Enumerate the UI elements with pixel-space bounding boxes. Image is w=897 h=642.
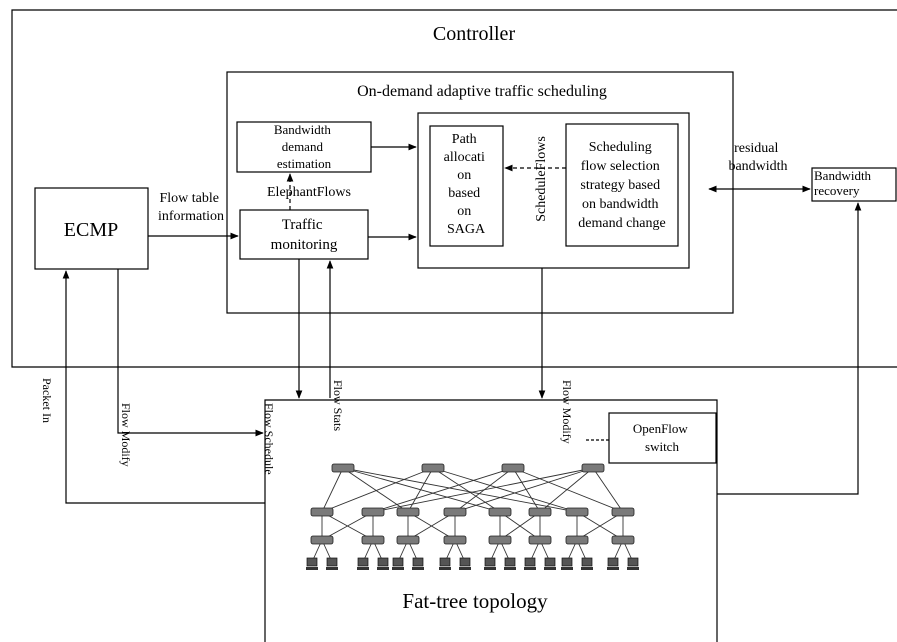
flow-modify-right-label: Flow Modify	[560, 380, 574, 444]
host-computer-icon	[561, 557, 573, 570]
flow-schedule-label: Flow Schedule	[262, 403, 276, 475]
host-computer-icon	[392, 557, 404, 570]
core-agg-link	[321, 467, 434, 513]
bandwidth-estimation-label: Bandwidth demand estimation	[274, 122, 334, 171]
core-agg-link	[342, 467, 578, 513]
host-computer-icon	[607, 557, 619, 570]
aggregation-switch-icon	[611, 507, 635, 517]
agg-edge-link	[576, 511, 624, 541]
core-switch-icon	[331, 463, 355, 473]
core-agg-link	[432, 467, 578, 513]
flow-modify-left-label: Flow Modify	[119, 403, 133, 467]
path-allocation-label: Path allocati on based on SAGA	[444, 132, 489, 237]
schedule-flows-label: ScheduleFlows	[534, 136, 549, 222]
core-switch-icon	[501, 463, 525, 473]
controller-boundary	[11, 9, 897, 368]
host-computer-icon	[504, 557, 516, 570]
bandwidth-recovery-box	[811, 167, 897, 202]
core-agg-link	[321, 467, 344, 513]
fat-tree-switches	[306, 463, 639, 570]
agg-edge-link	[321, 511, 374, 541]
controller-title: Controller	[433, 23, 516, 45]
packet-in-label: Packet In	[40, 378, 54, 423]
host-computer-icon	[524, 557, 536, 570]
aggregation-switch-icon	[361, 507, 385, 517]
aggregation-switch-icon	[443, 507, 467, 517]
aggregation-switch-icon	[528, 507, 552, 517]
host-computer-icon	[377, 557, 389, 570]
core-agg-link	[454, 467, 594, 513]
host-computer-icon	[306, 557, 318, 570]
host-computer-icon	[439, 557, 451, 570]
bandwidth-recovery-label: Bandwidth recovery	[814, 168, 874, 198]
core-agg-link	[342, 467, 501, 513]
aggregation-switch-icon	[396, 507, 420, 517]
edge-switch-icon	[528, 535, 552, 545]
host-computer-icon	[459, 557, 471, 570]
edge-switch-icon	[443, 535, 467, 545]
agg-edge-link	[407, 511, 456, 541]
host-computer-icon	[326, 557, 338, 570]
scheduling-strategy-box	[565, 123, 679, 247]
openflow-switch-label: OpenFlow switch	[633, 421, 691, 454]
aggregation-switch-icon	[565, 507, 589, 517]
topology-to-recovery-arrow	[717, 202, 862, 495]
core-agg-link	[592, 467, 624, 513]
core-switch-icon	[581, 463, 605, 473]
ecmp-box	[34, 187, 149, 270]
edge-switch-icon	[565, 535, 589, 545]
core-agg-link	[407, 467, 434, 513]
path-allocation-box	[429, 125, 504, 247]
edge-switch-icon	[488, 535, 512, 545]
core-agg-link	[432, 467, 501, 513]
edge-switch-icon	[361, 535, 385, 545]
elephant-flows-label: ElephantFlows	[267, 185, 351, 200]
edge-switch-icon	[611, 535, 635, 545]
core-agg-link	[512, 467, 541, 513]
packet-in-arrow	[62, 270, 265, 504]
fat-tree-box	[264, 399, 718, 642]
aggregation-switch-icon	[488, 507, 512, 517]
host-computer-icon	[357, 557, 369, 570]
host-computer-icon	[484, 557, 496, 570]
core-agg-link	[342, 467, 409, 513]
residual-bandwidth-label: residual bandwidth	[728, 141, 787, 174]
traffic-monitoring-box	[239, 209, 369, 260]
core-agg-link	[512, 467, 624, 513]
aggregation-switch-icon	[310, 507, 334, 517]
host-computer-icon	[544, 557, 556, 570]
flow-modify-left-arrow	[117, 269, 264, 437]
host-computer-icon	[627, 557, 639, 570]
openflow-switch-box	[608, 412, 717, 464]
edge-switch-icon	[310, 535, 334, 545]
scheduling-strategy-label: Scheduling flow selection strategy based…	[578, 140, 665, 231]
flow-table-label: Flow table information	[158, 191, 224, 224]
core-switch-icon	[421, 463, 445, 473]
core-agg-link	[539, 467, 594, 513]
scheduler-title: On-demand adaptive traffic scheduling	[357, 83, 607, 100]
ecmp-label: ECMP	[64, 219, 118, 241]
edge-switch-icon	[396, 535, 420, 545]
core-agg-link	[372, 467, 514, 513]
core-agg-link	[372, 467, 594, 513]
bandwidth-estimation-box	[236, 121, 372, 173]
traffic-monitoring-label: Traffic monitoring	[271, 217, 338, 253]
fat-tree-label: Fat-tree topology	[402, 589, 548, 613]
host-computer-icon	[412, 557, 424, 570]
host-computer-icon	[581, 557, 593, 570]
flow-stats-label: Flow Stats	[331, 380, 345, 431]
agg-edge-link	[499, 511, 541, 541]
